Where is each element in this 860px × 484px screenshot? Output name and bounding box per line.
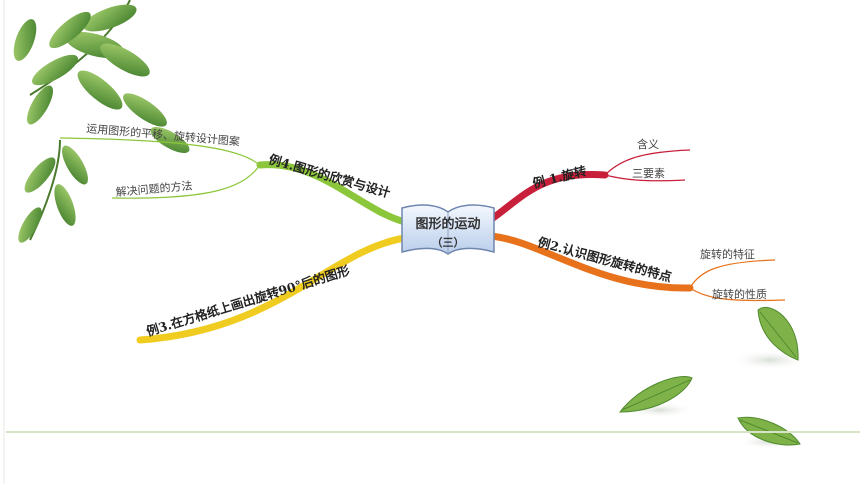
branch-2-child-1-line <box>689 259 776 289</box>
branch-1-child-1-line <box>604 149 691 176</box>
leaf-cluster-icon <box>13 0 190 243</box>
center-node[interactable]: 图形的运动 （三） <box>401 204 495 255</box>
branch-1-curve <box>486 170 609 224</box>
branch-2-curve <box>486 232 694 292</box>
branch-1-label[interactable]: 例 1.旋转 <box>531 163 588 191</box>
branch-1-child-2[interactable]: 三要素 <box>632 167 665 180</box>
branch-4-child-2-line <box>111 164 261 199</box>
branch-3-curve <box>136 234 409 344</box>
branch-4-label[interactable]: 例4.图形的欣赏与设计 <box>267 151 392 200</box>
branch-1-child-2-line <box>604 174 686 182</box>
falling-leaves-icon <box>619 307 810 449</box>
branch-2-child-1[interactable]: 旋转的特征 <box>700 247 755 261</box>
branch-3-label[interactable]: 例3.在方格纸上画出旋转90°后的图形 <box>144 262 351 338</box>
center-title: 图形的运动 <box>415 216 480 232</box>
branch-2-child-2[interactable]: 旋转的性质 <box>712 287 767 301</box>
branch-4-child-2[interactable]: 解决问题的方法 <box>115 178 193 199</box>
branch-4-child-1-line <box>59 137 261 166</box>
center-subtitle: （三） <box>432 236 465 249</box>
branch-2-child-2-line <box>689 287 786 302</box>
branch-1-child-1[interactable]: 含义 <box>637 137 659 151</box>
branch-4-curve <box>256 161 409 226</box>
